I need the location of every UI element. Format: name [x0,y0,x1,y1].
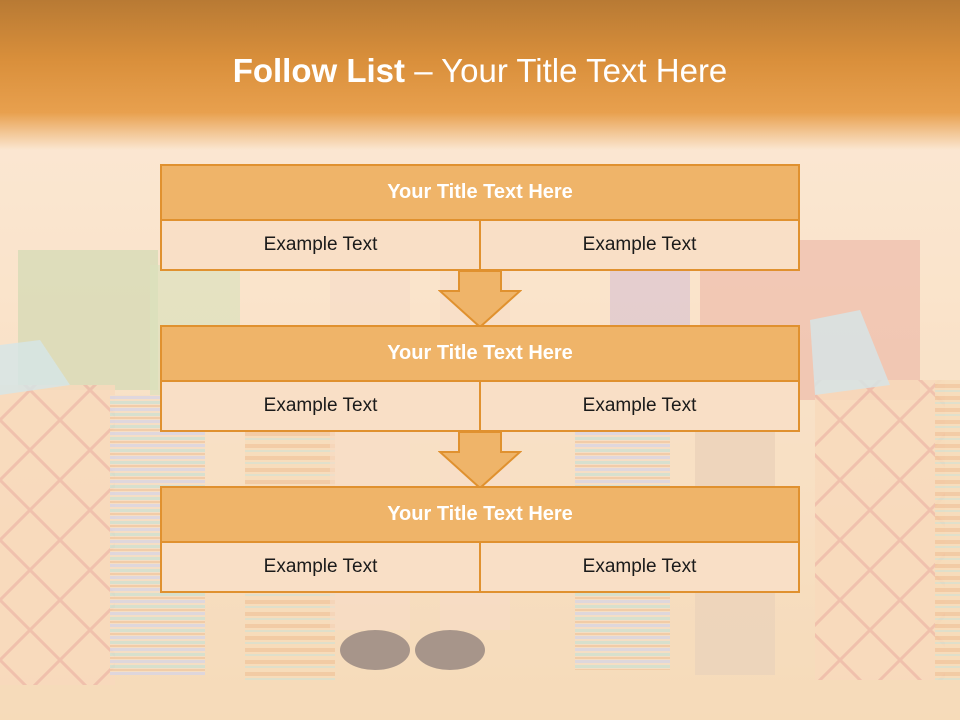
title-banner [0,0,960,150]
block-cell-left: Example Text [160,382,481,432]
block-cell-right: Example Text [481,221,800,271]
block-title: Your Title Text Here [160,164,800,221]
block-cell-right: Example Text [481,543,800,593]
list-block-2: Your Title Text Here Example Text Exampl… [160,325,800,432]
block-cell-left: Example Text [160,543,481,593]
down-arrow-icon [438,271,522,329]
slide-title: Follow List – Your Title Text Here [0,52,960,90]
block-row: Example Text Example Text [160,543,800,593]
slide-title-rest: – Your Title Text Here [405,52,728,89]
block-title: Your Title Text Here [160,486,800,543]
block-title: Your Title Text Here [160,325,800,382]
list-block-1: Your Title Text Here Example Text Exampl… [160,164,800,271]
slide-title-bold: Follow List [232,52,406,89]
block-row: Example Text Example Text [160,221,800,271]
list-block-3: Your Title Text Here Example Text Exampl… [160,486,800,593]
block-cell-left: Example Text [160,221,481,271]
down-arrow-icon [438,432,522,490]
block-cell-right: Example Text [481,382,800,432]
block-row: Example Text Example Text [160,382,800,432]
